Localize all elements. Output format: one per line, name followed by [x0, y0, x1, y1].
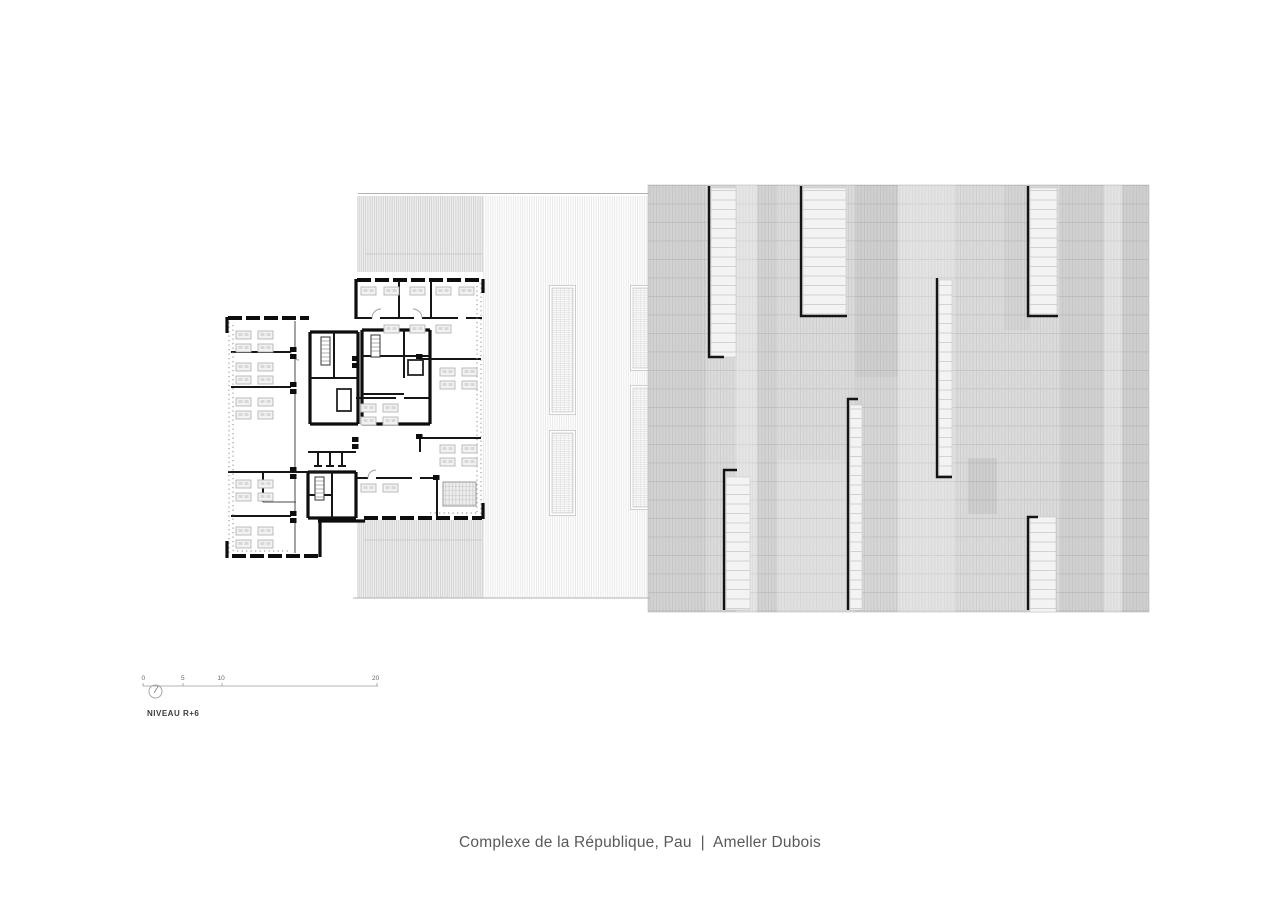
scale-label-0: 0 [142, 675, 146, 682]
scale-label-10: 10 [218, 675, 226, 682]
scale-bar: 0 5 10 20 [142, 675, 380, 687]
sheet-caption: Complexe de la République, Pau | Ameller… [459, 834, 821, 851]
boundary-lines [353, 193, 650, 599]
level-label: NIVEAU R+6 [147, 709, 199, 718]
stripe-bands [357, 196, 483, 598]
scale-label-5: 5 [181, 675, 185, 682]
roof-center-striped [483, 196, 651, 598]
roof-right-grid [647, 184, 1150, 613]
north-arrow-icon [148, 684, 163, 699]
scale-label-20: 20 [372, 675, 380, 682]
floor-plan [225, 278, 485, 558]
scale-bar-line [142, 683, 378, 687]
